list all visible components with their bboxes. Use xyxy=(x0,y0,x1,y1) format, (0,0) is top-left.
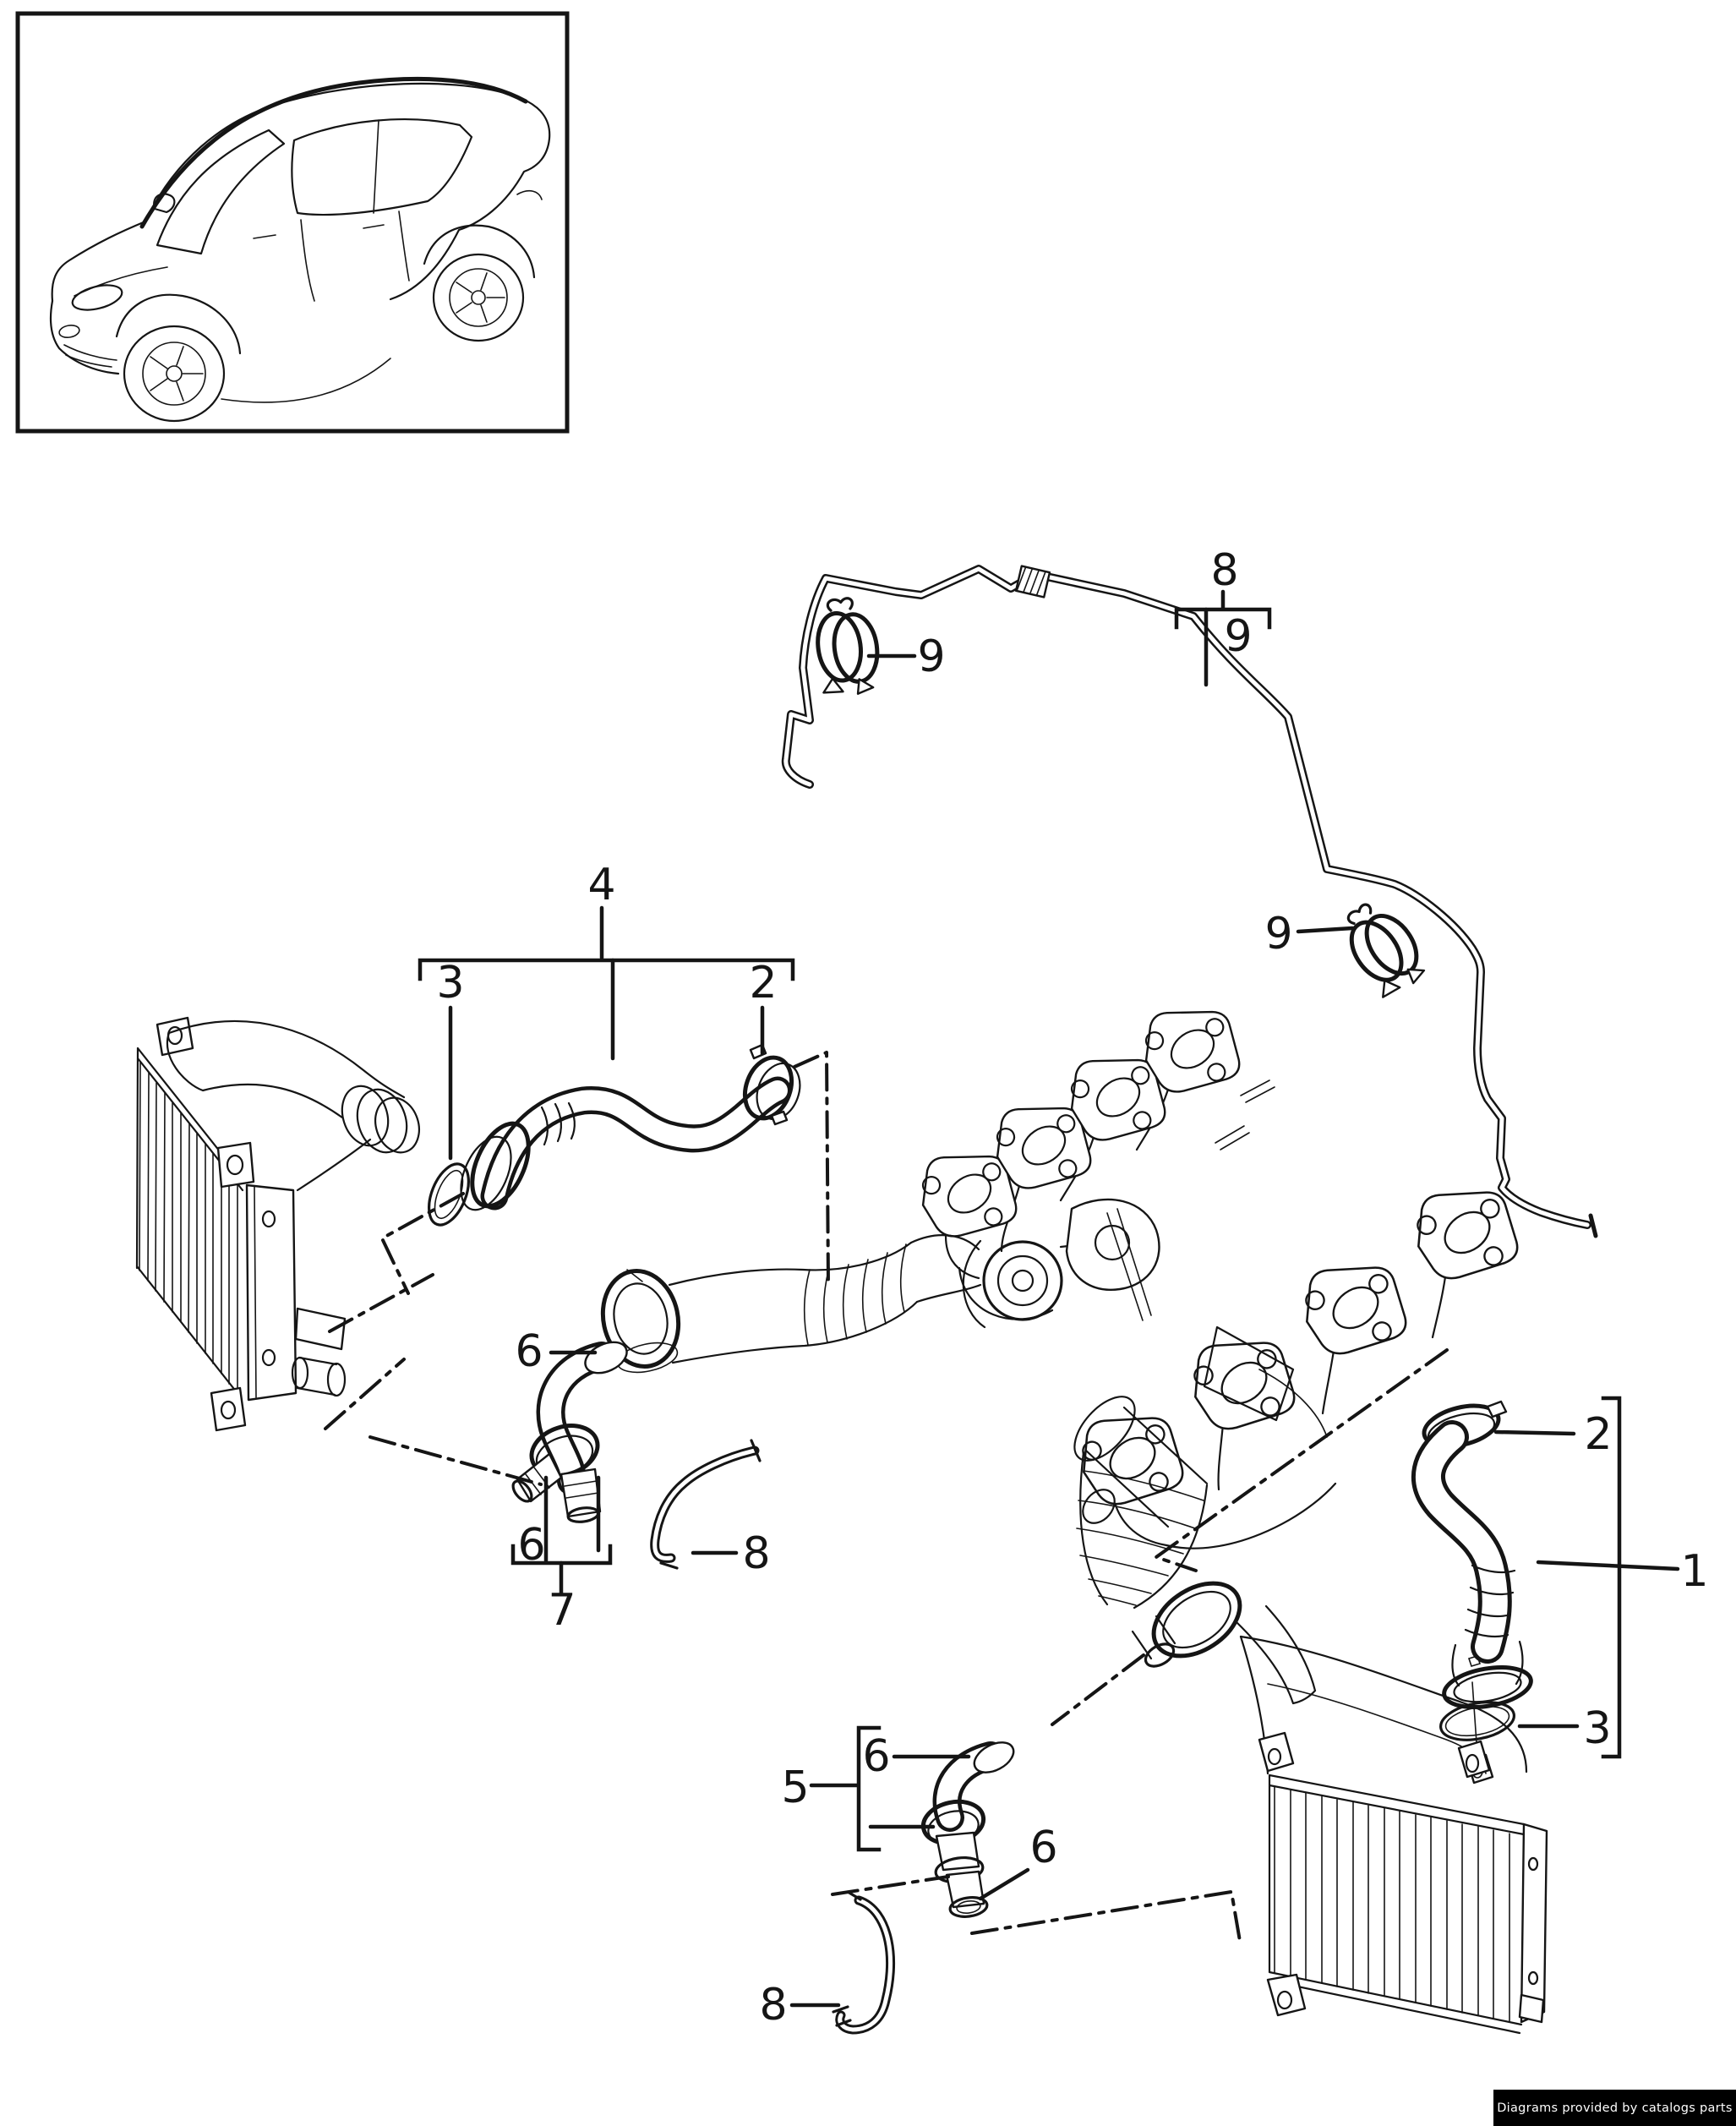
bracket-1 xyxy=(1601,1396,1622,1759)
callout-3-left: 3 xyxy=(436,958,464,1008)
callout-7: 7 xyxy=(548,1585,576,1636)
callout-6-g5a: 6 xyxy=(862,1731,890,1782)
callout-9-left: 9 xyxy=(917,631,945,682)
leader-1 xyxy=(1536,1560,1680,1571)
callout-6-top: 6 xyxy=(515,1326,543,1377)
callout-2-right: 2 xyxy=(1584,1409,1612,1460)
vacuum-line-connector xyxy=(1014,565,1051,598)
bellows-ribs xyxy=(1076,1470,1204,1606)
credit-badge-text: Diagrams provided by catalogs parts xyxy=(1497,2101,1733,2115)
charge-pipe-center xyxy=(600,1234,982,1374)
bracket-5 xyxy=(856,1725,882,1852)
callout-3-right: 3 xyxy=(1583,1703,1611,1754)
pressure-hose-4 xyxy=(428,1043,801,1227)
right-intercooler xyxy=(1239,1635,1548,2035)
bracket-8-9 xyxy=(1174,607,1272,630)
clamp-2-left xyxy=(742,1043,801,1126)
clamp-9-mid xyxy=(1346,903,1426,998)
leader-2-right xyxy=(1493,1429,1576,1436)
callout-8-mid: 8 xyxy=(742,1528,770,1579)
vent-hose-8-bottom xyxy=(832,1890,896,2035)
callout-5: 5 xyxy=(781,1763,809,1813)
callout-9-bracket: 9 xyxy=(1224,611,1252,662)
left-intercooler xyxy=(135,1016,420,1432)
leader-9-mid xyxy=(1296,926,1355,934)
turbocharger-2-downpipe xyxy=(1073,1396,1317,1705)
callout-1: 1 xyxy=(1680,1546,1708,1597)
callout-annotations: 8 9 9 9 4 3 2 6 6 7 8 5 6 6 8 2 1 3 xyxy=(418,545,1709,2030)
callout-6-g5b: 6 xyxy=(1029,1823,1057,1873)
turbocharger-1 xyxy=(958,1198,1160,1329)
vacuum-line-8 xyxy=(781,565,1598,1238)
left-intercooler-stubs xyxy=(291,1307,347,1397)
gasket-3-left xyxy=(428,1162,470,1227)
left-intercooler-outlet xyxy=(341,1085,420,1154)
callout-2-left: 2 xyxy=(749,958,777,1008)
front-wheel xyxy=(123,325,226,423)
callout-4: 4 xyxy=(587,860,615,910)
assembly-axes xyxy=(324,1051,1449,1948)
callout-9-mid: 9 xyxy=(1264,909,1292,959)
callout-6-bottom: 6 xyxy=(517,1520,545,1571)
callout-8-bottom: 8 xyxy=(759,1980,787,2030)
exhaust-manifold-bank1 xyxy=(908,990,1275,1280)
rear-wheel xyxy=(432,253,525,342)
credit-badge: Diagrams provided by catalogs parts xyxy=(1493,2090,1736,2126)
clamp-9-left xyxy=(816,597,880,695)
right-intercooler-fins xyxy=(1274,1786,1510,2023)
car-line-drawing xyxy=(50,76,551,423)
leader-6-g5b xyxy=(978,1867,1030,1901)
bracket-4 xyxy=(418,958,795,981)
pressure-hose-1 xyxy=(1411,1400,1533,1784)
callout-8-top: 8 xyxy=(1210,545,1238,596)
elbow-assembly-5 xyxy=(920,1741,1015,1918)
vehicle-thumbnail-box xyxy=(15,11,570,434)
left-intercooler-fins xyxy=(139,1061,238,1394)
vent-hose-8-mid xyxy=(650,1439,762,1570)
